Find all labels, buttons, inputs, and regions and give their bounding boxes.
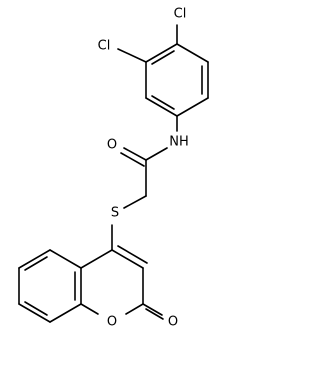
pyranone-ring [80,245,148,315]
double-bond-outer [117,245,148,264]
bond-c2-o [142,303,163,316]
nh-label: NH [169,135,189,150]
bond [176,97,209,117]
bond-carbonyl-o [123,147,147,161]
bond [49,303,82,323]
chlorine-top-label: Cl [174,7,187,22]
lactone-oxygen-label: O [168,315,178,330]
double-bond-inner [24,256,48,271]
sulfur-label: S [111,206,119,221]
double-bond-inner [24,301,48,316]
molecule-drawing: Cl Cl NH O S O O [18,7,209,330]
chlorine-left-label: Cl [98,39,111,54]
bond [18,303,51,323]
bond [111,249,144,269]
benzo-ring [18,249,82,323]
bond [80,249,113,269]
double-bond-inner [151,50,175,65]
bond-ch2-s [123,195,147,209]
ring-oxygen-label: O [107,315,117,330]
double-bond-inner [151,95,175,110]
bond [125,303,144,315]
bond-c2-o-double [145,308,164,320]
bond [49,249,82,269]
carbonyl-oxygen-label: O [107,138,117,153]
bond [145,97,178,117]
bond [18,249,51,269]
bond-n-carbonyl [145,147,168,161]
bond [176,43,209,63]
bond-carbonyl-o-double [120,152,145,167]
structure-canvas: Cl Cl NH O S O O [18,7,209,330]
bond-c-cl-left [117,48,147,63]
bond [80,303,99,315]
dichlorophenyl-ring [145,43,209,117]
bond [145,43,178,63]
